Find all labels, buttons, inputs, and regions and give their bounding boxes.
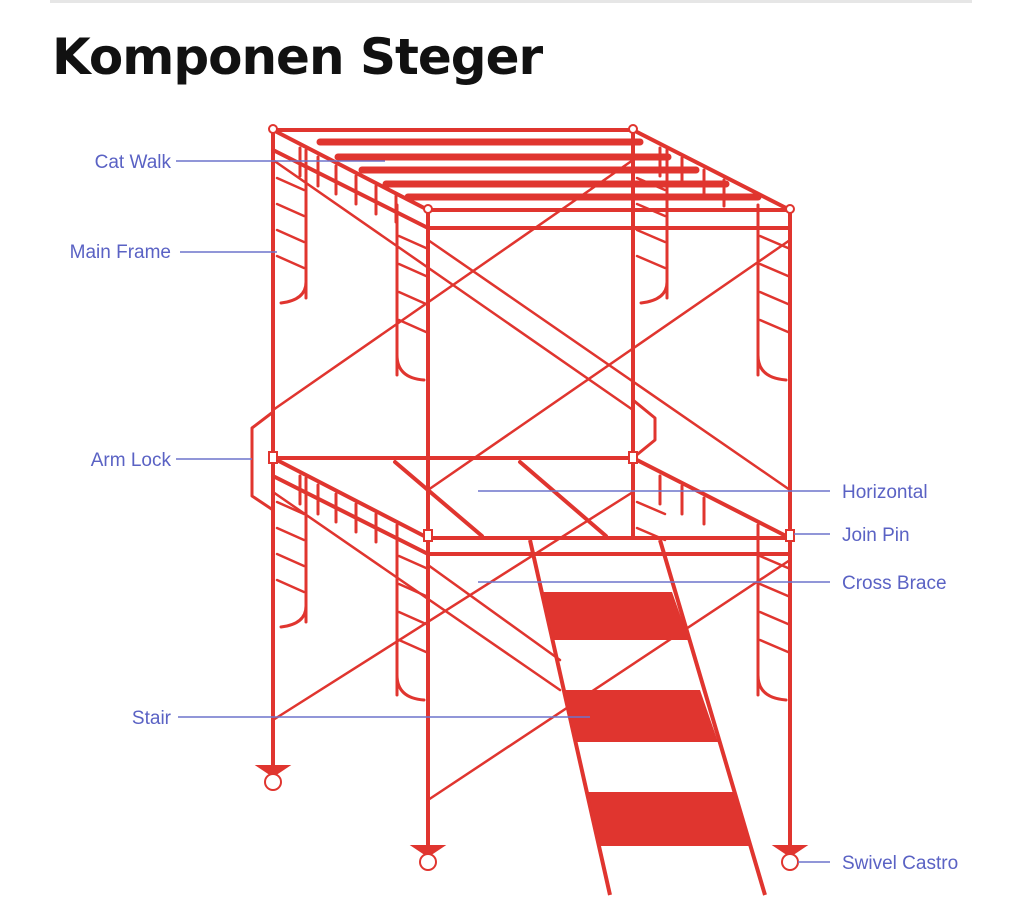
label-arm-lock: Arm Lock — [91, 450, 172, 471]
cross-braces — [271, 158, 792, 802]
leader-lines — [176, 160, 830, 863]
swivel-castors — [254, 765, 809, 871]
stair — [528, 539, 767, 896]
label-cross-brace: Cross Brace — [842, 573, 947, 594]
stair-step-2 — [564, 690, 718, 742]
label-join-pin: Join Pin — [842, 525, 910, 546]
scaffold-frame — [250, 128, 792, 850]
middle-deck — [271, 456, 792, 556]
label-cat-walk: Cat Walk — [95, 152, 172, 173]
cat-walk-slats — [298, 146, 726, 224]
label-horizontal: Horizontal — [842, 482, 928, 503]
label-swivel-castro: Swivel Castro — [842, 853, 958, 874]
ladder-rungs — [275, 176, 790, 654]
cat-walk-planks — [316, 138, 762, 201]
middle-deck-slats — [298, 474, 706, 544]
top-divider — [50, 0, 972, 3]
arm-locks — [250, 398, 657, 512]
rail-curves — [279, 280, 788, 702]
page-title: Komponen Steger — [52, 28, 543, 86]
stair-step-3 — [588, 792, 752, 846]
label-main-frame: Main Frame — [70, 242, 171, 263]
join-pins — [268, 124, 795, 542]
label-stair: Stair — [132, 708, 172, 729]
stair-step-1 — [542, 592, 689, 640]
